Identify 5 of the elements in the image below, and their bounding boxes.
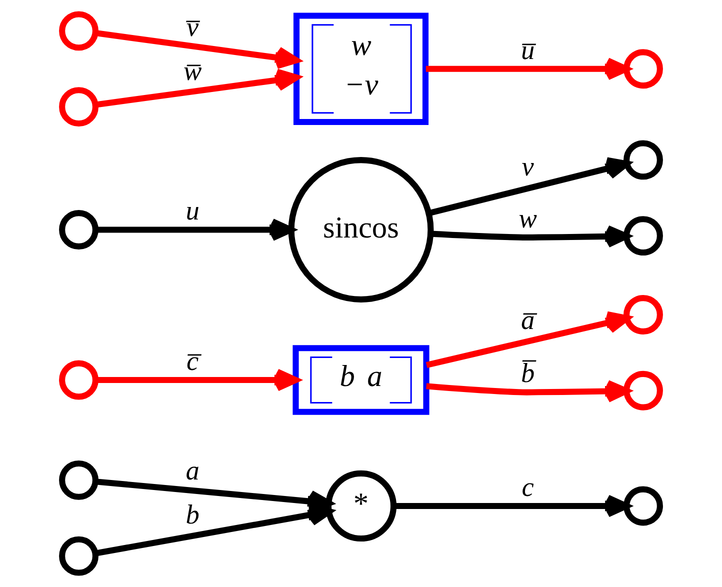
edge-label: u̅ <box>521 34 535 65</box>
edge-label: a <box>186 455 200 486</box>
edge-label: u <box>186 196 200 226</box>
edge-label: c̅ <box>186 346 199 376</box>
edge-label: c <box>522 472 534 502</box>
